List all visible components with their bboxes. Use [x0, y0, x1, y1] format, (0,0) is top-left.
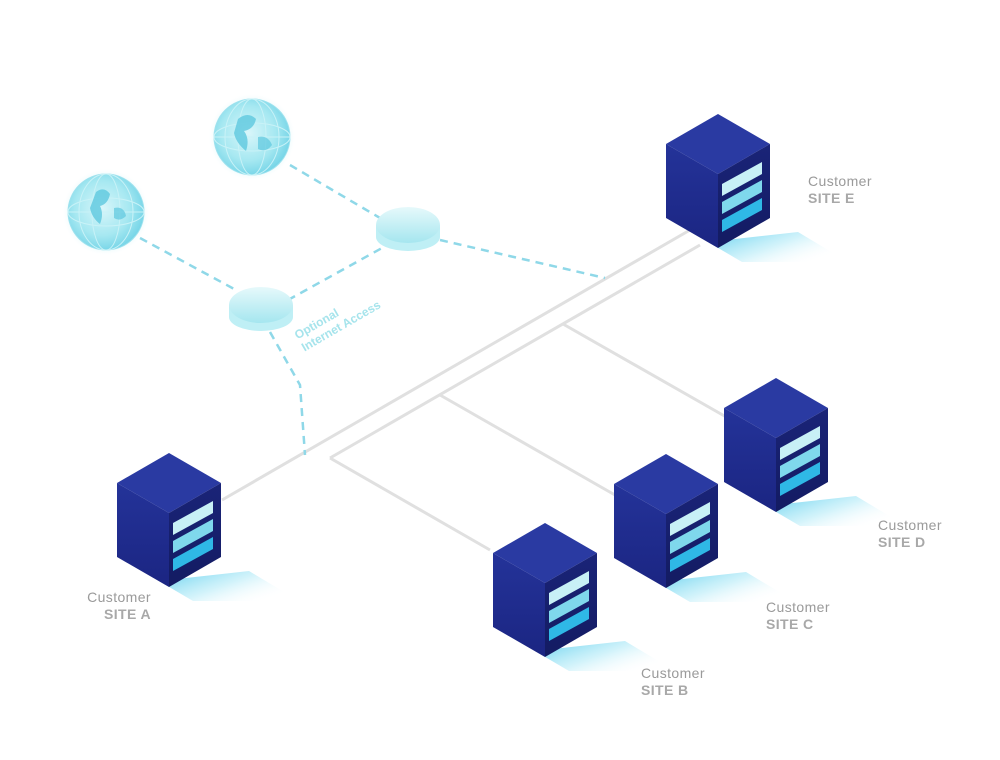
- router-icon: [229, 287, 293, 331]
- server-icon: [493, 523, 675, 671]
- dash-router2-backbone: [439, 238, 606, 280]
- site-c-line1: Customer: [766, 599, 830, 615]
- server-icon: [666, 114, 848, 262]
- site-b-line1: Customer: [641, 665, 705, 681]
- internet-lines: [139, 163, 606, 456]
- dash-globe2-router2: [289, 163, 381, 220]
- site-b-line2: SITE B: [641, 682, 689, 698]
- router-icon: [376, 207, 440, 251]
- branch-site-b: [329, 456, 491, 552]
- site-d-line1: Customer: [878, 517, 942, 533]
- site-e-line1: Customer: [808, 173, 872, 189]
- branch-site-d: [562, 322, 729, 420]
- server-icon: [614, 454, 796, 602]
- site-a-line2: SITE A: [104, 606, 151, 622]
- site-label-e: Customer SITE E: [808, 173, 872, 207]
- site-label-b: Customer SITE B: [641, 665, 705, 699]
- server-icon: [724, 378, 906, 526]
- backbone-line-lower: [329, 243, 701, 460]
- site-e-line2: SITE E: [808, 190, 855, 206]
- globe-icon: [62, 168, 150, 256]
- site-c-line2: SITE C: [766, 616, 814, 632]
- site-label-c: Customer SITE C: [766, 599, 830, 633]
- branch-site-c: [439, 393, 616, 497]
- site-a-line1: Customer: [87, 589, 151, 605]
- site-d-line2: SITE D: [878, 534, 926, 550]
- site-label-d: Customer SITE D: [878, 517, 942, 551]
- server-icon: [117, 453, 299, 601]
- network-lines: [221, 228, 729, 552]
- globe-icon: [208, 93, 296, 181]
- dash-globe1-router1: [139, 236, 237, 292]
- site-label-a: Customer SITE A: [77, 589, 151, 623]
- dash-router1-router2: [287, 246, 383, 302]
- dash-router1-backbone: [268, 331, 307, 456]
- backbone-line-upper: [221, 228, 691, 502]
